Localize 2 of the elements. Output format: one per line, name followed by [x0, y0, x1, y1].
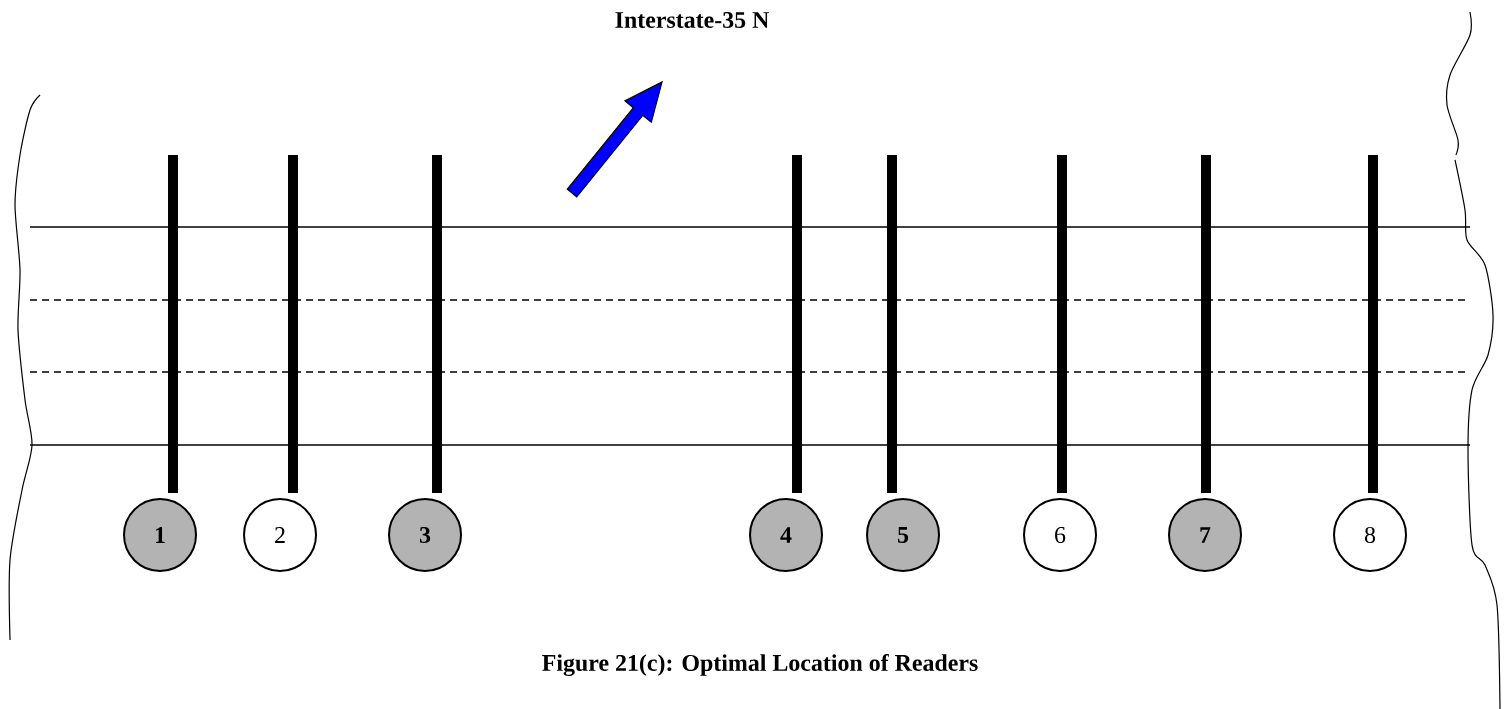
title: Interstate-35 N: [615, 11, 770, 29]
caption: Figure 21(c): Optimal Location of Readers: [542, 653, 978, 677]
